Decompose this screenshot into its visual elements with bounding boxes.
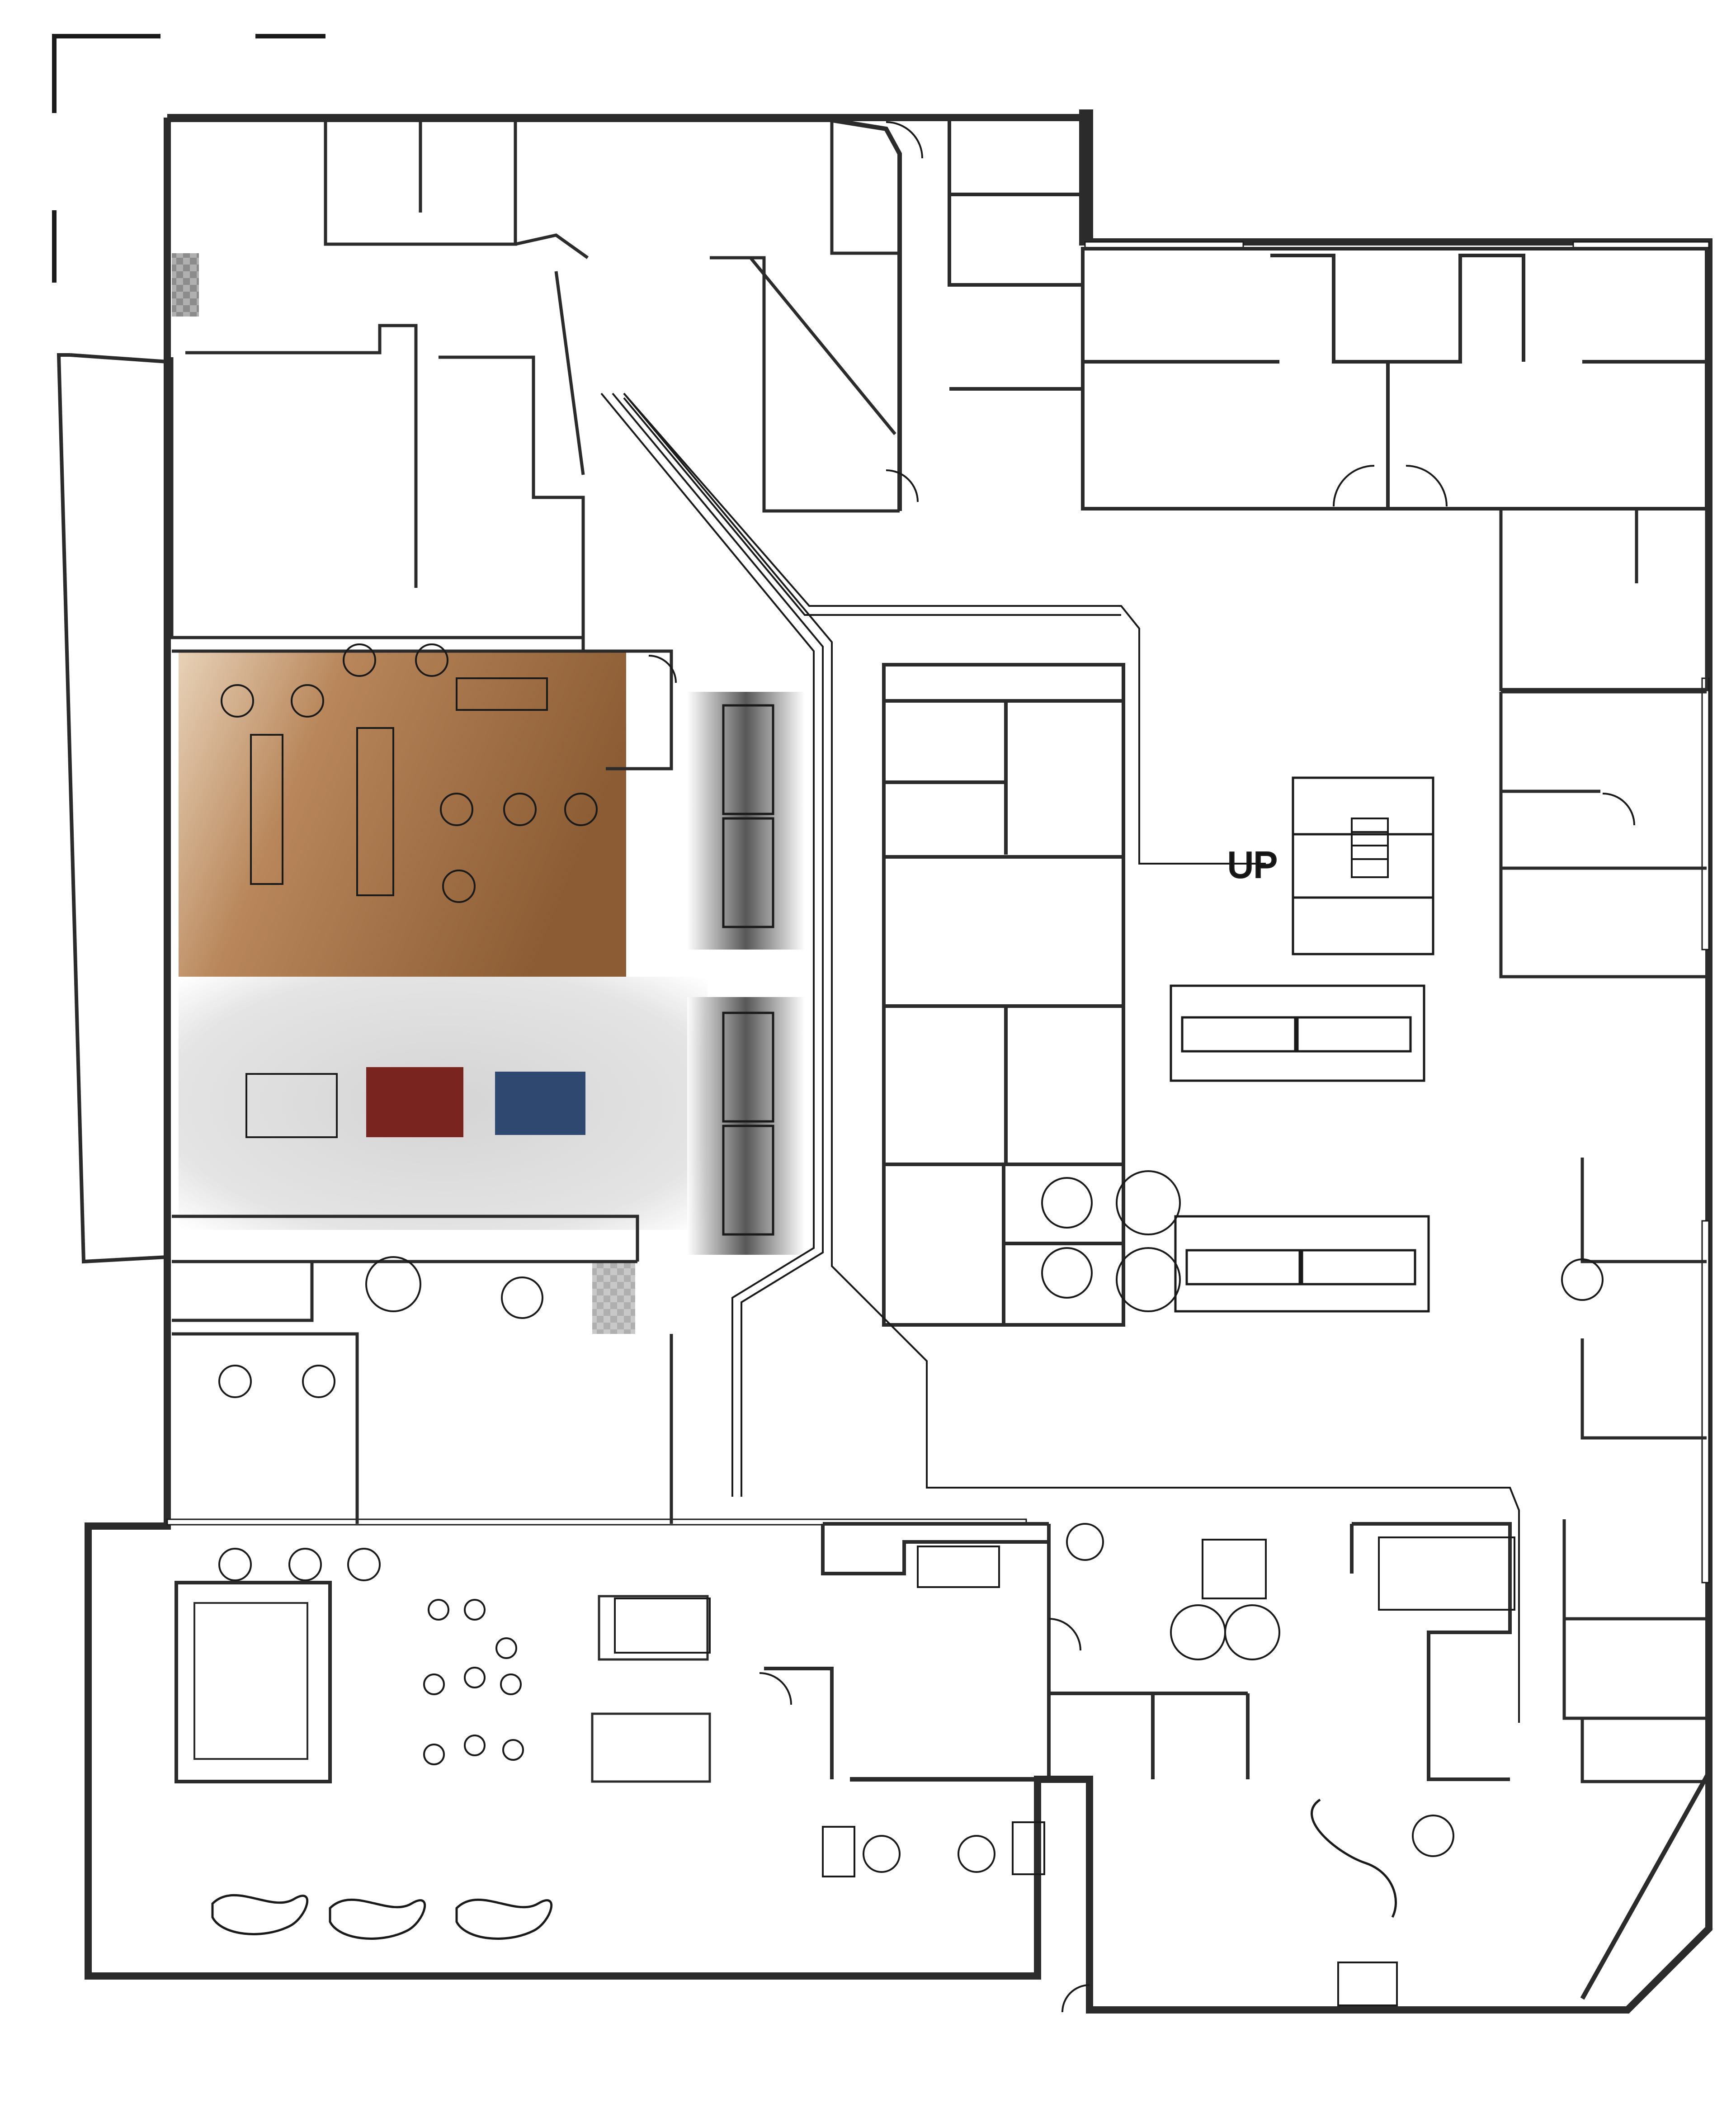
wood-floor-cafe xyxy=(179,651,626,977)
blue-rug xyxy=(495,1072,585,1135)
serpentine-benches xyxy=(211,1798,1397,1940)
top-right-wing xyxy=(948,120,1708,511)
workstation-benches xyxy=(722,704,1434,1313)
conference-block xyxy=(882,663,1125,1327)
stair: UP xyxy=(1227,818,1389,886)
interior-walls xyxy=(170,120,900,1524)
bottom-right-zone xyxy=(764,1522,1512,1781)
doors xyxy=(648,121,1635,2013)
stair-up-label: UP xyxy=(1227,845,1278,885)
floor-finishes xyxy=(172,253,805,1334)
dark-panel-workstations-a xyxy=(687,692,805,950)
red-rug xyxy=(366,1067,463,1137)
corridors xyxy=(600,392,1520,1723)
tile-floor-pantry xyxy=(592,1262,635,1334)
furniture xyxy=(218,643,1604,2006)
tile-floor-entry xyxy=(172,253,199,317)
exterior-walls xyxy=(57,109,1712,2014)
corner-marks xyxy=(52,34,326,283)
right-wing-rooms xyxy=(1499,507,1708,1783)
bottom-left-zone xyxy=(175,1581,711,1783)
